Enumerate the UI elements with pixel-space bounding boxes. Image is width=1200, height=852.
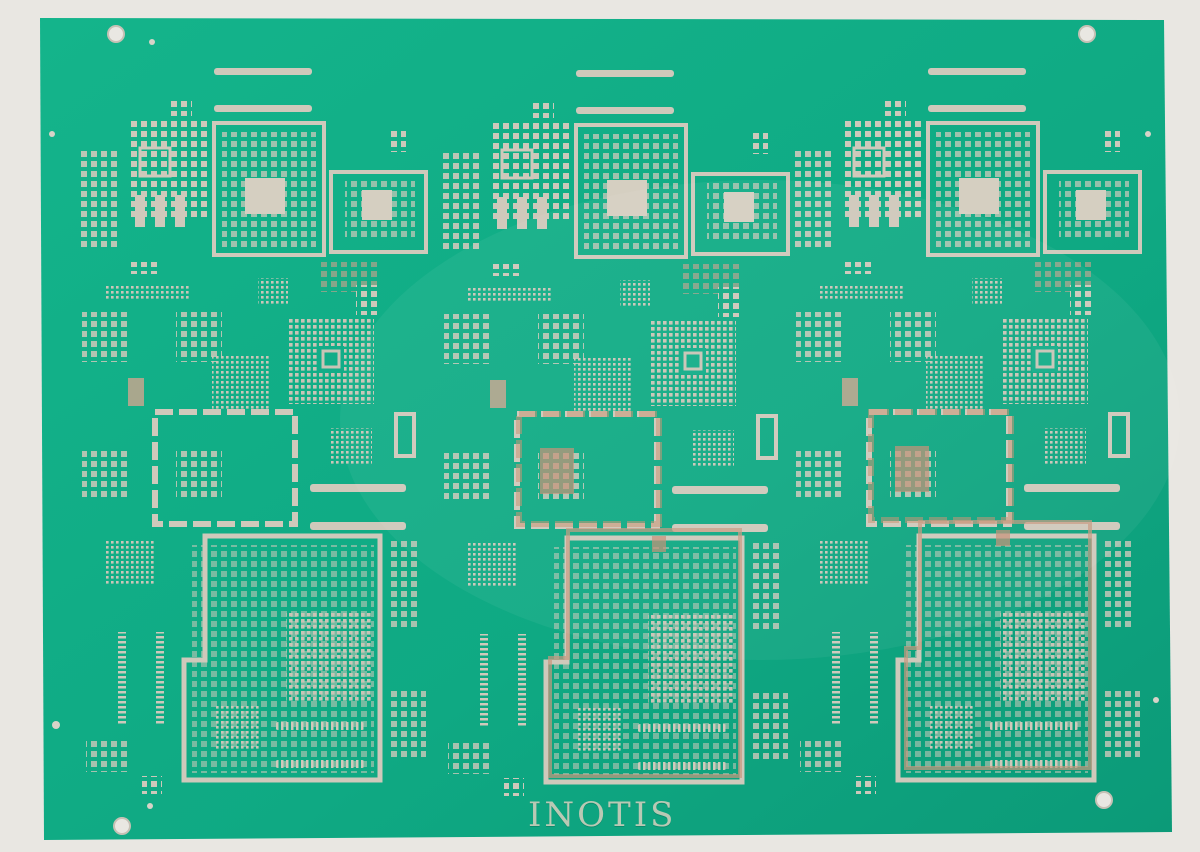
mounting-hole xyxy=(1078,25,1096,43)
silkscreen-label: INOTIS xyxy=(528,795,677,835)
mounting-hole xyxy=(1095,791,1113,809)
mounting-hole xyxy=(107,25,125,43)
mounting-hole xyxy=(113,817,131,835)
pcb-panel-left xyxy=(80,68,428,794)
